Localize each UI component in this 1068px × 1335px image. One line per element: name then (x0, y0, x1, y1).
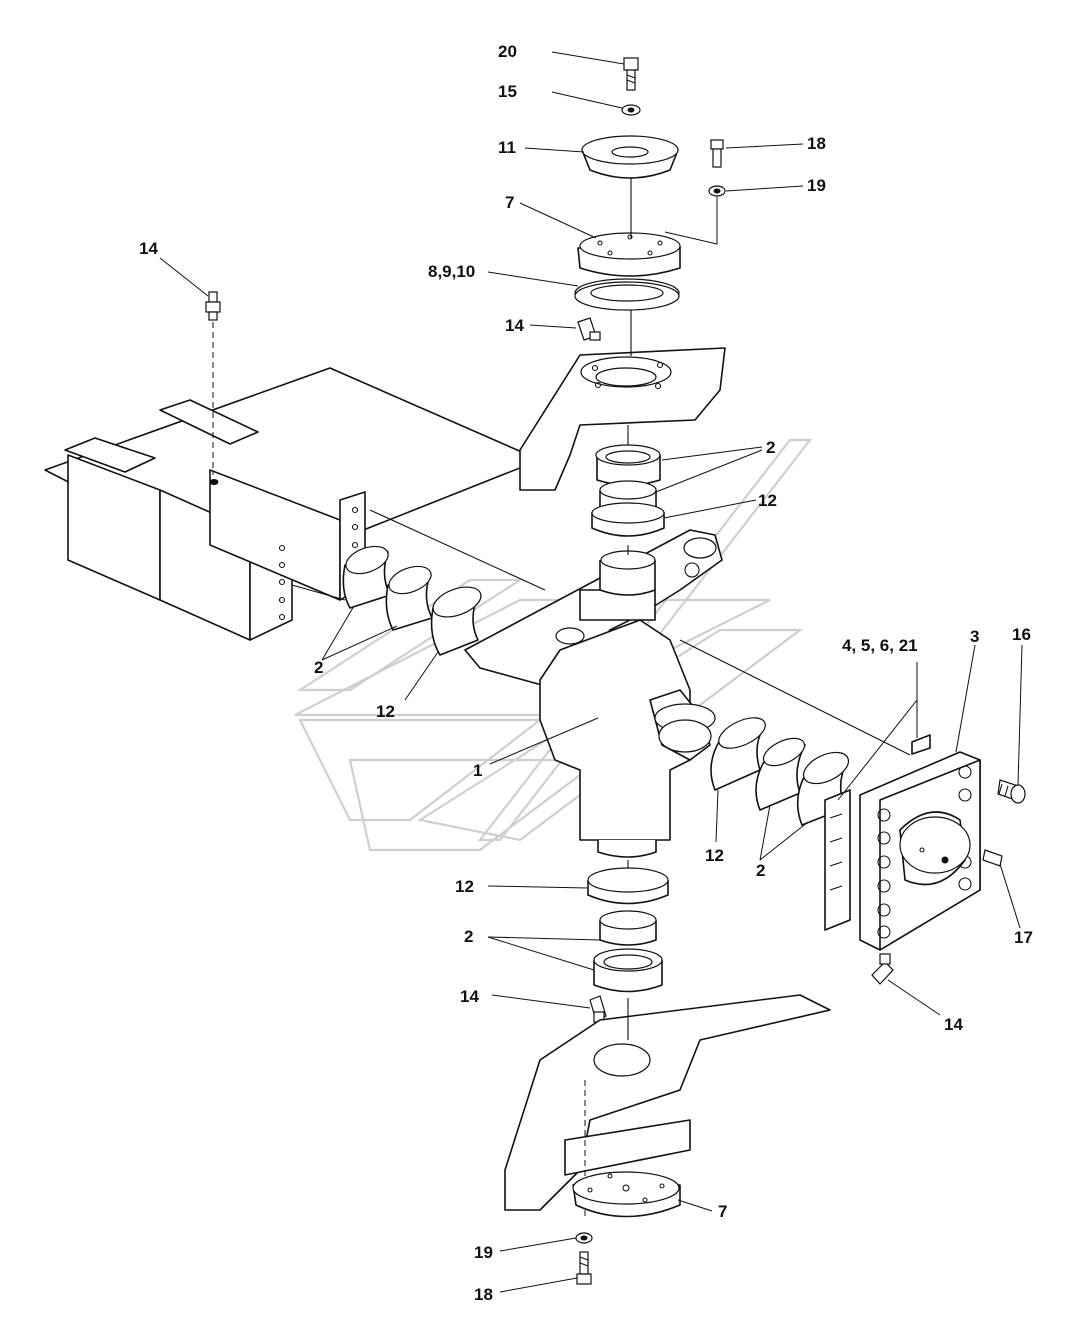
washer-15 (621, 104, 641, 116)
callout-18-bottom: 18 (474, 1285, 493, 1304)
callout-2-upper: 2 (766, 438, 775, 457)
callout-14-right: 14 (944, 1015, 963, 1034)
bottom-plate-7 (572, 1171, 681, 1218)
lower-steering-arm (504, 994, 831, 1211)
callout-3: 3 (970, 627, 979, 646)
grease-nipple-mid (577, 317, 601, 341)
washer-19-top (708, 185, 726, 197)
callout-12-upper: 12 (758, 491, 777, 510)
left-seal-12 (430, 586, 482, 656)
callout-2-right: 2 (756, 861, 765, 880)
callout-12-left: 12 (376, 702, 395, 721)
left-bushings-2 (342, 545, 433, 631)
shim-pack-4-5-6-21 (824, 734, 931, 931)
callout-labels: 20 15 11 18 19 7 8,9,10 14 14 2 12 2 12 … (139, 42, 1033, 1304)
callout-16: 16 (1012, 625, 1031, 644)
bolt-16 (997, 779, 1026, 804)
callout-2-left: 2 (314, 658, 323, 677)
grease-nipple-lower (589, 995, 607, 1023)
callout-17: 17 (1014, 928, 1033, 947)
callout-4-5-6-21: 4, 5, 6, 21 (842, 636, 918, 655)
lower-bushings-2 (593, 910, 663, 993)
callout-18-top: 18 (807, 134, 826, 153)
callout-12-right: 12 (705, 846, 724, 865)
right-bushings-2 (755, 737, 850, 826)
washer-19-bottom (575, 1232, 593, 1244)
callout-7-top: 7 (505, 193, 514, 212)
callout-14-lower: 14 (460, 987, 479, 1006)
bolt-20 (623, 57, 639, 91)
bolt-18-top (710, 139, 724, 168)
grease-nipple-left (205, 291, 221, 475)
upper-seal-12 (591, 502, 665, 537)
leader-lines (159, 51, 1023, 1293)
callout-11: 11 (498, 138, 516, 157)
callout-12-lower: 12 (455, 877, 474, 896)
top-plate-7 (577, 232, 681, 277)
beam-bolt-holes (278, 506, 359, 621)
shims-8-9-10 (574, 278, 680, 311)
callout-14-left: 14 (139, 239, 158, 258)
bolt-18-bottom (576, 1251, 592, 1285)
steering-knuckle-1 (464, 529, 723, 858)
callout-1: 1 (473, 761, 482, 780)
callout-20: 20 (498, 42, 517, 61)
upper-steering-arm (519, 347, 726, 491)
assembly-lines (291, 425, 911, 1040)
cover-plate-3 (859, 751, 981, 951)
callout-2-lower: 2 (464, 927, 473, 946)
callout-19-top: 19 (807, 176, 826, 195)
callout-15: 15 (498, 82, 517, 101)
grease-nipple-right (871, 953, 894, 985)
axle-beam (44, 367, 541, 641)
callout-19-bottom: 19 (474, 1243, 493, 1262)
pin-17 (982, 849, 1003, 867)
top-cap-11 (581, 135, 679, 179)
callout-7-bottom: 7 (718, 1202, 727, 1221)
callout-14-mid: 14 (505, 316, 524, 335)
lower-seal-12 (587, 867, 669, 905)
callout-8-9-10: 8,9,10 (428, 262, 475, 281)
